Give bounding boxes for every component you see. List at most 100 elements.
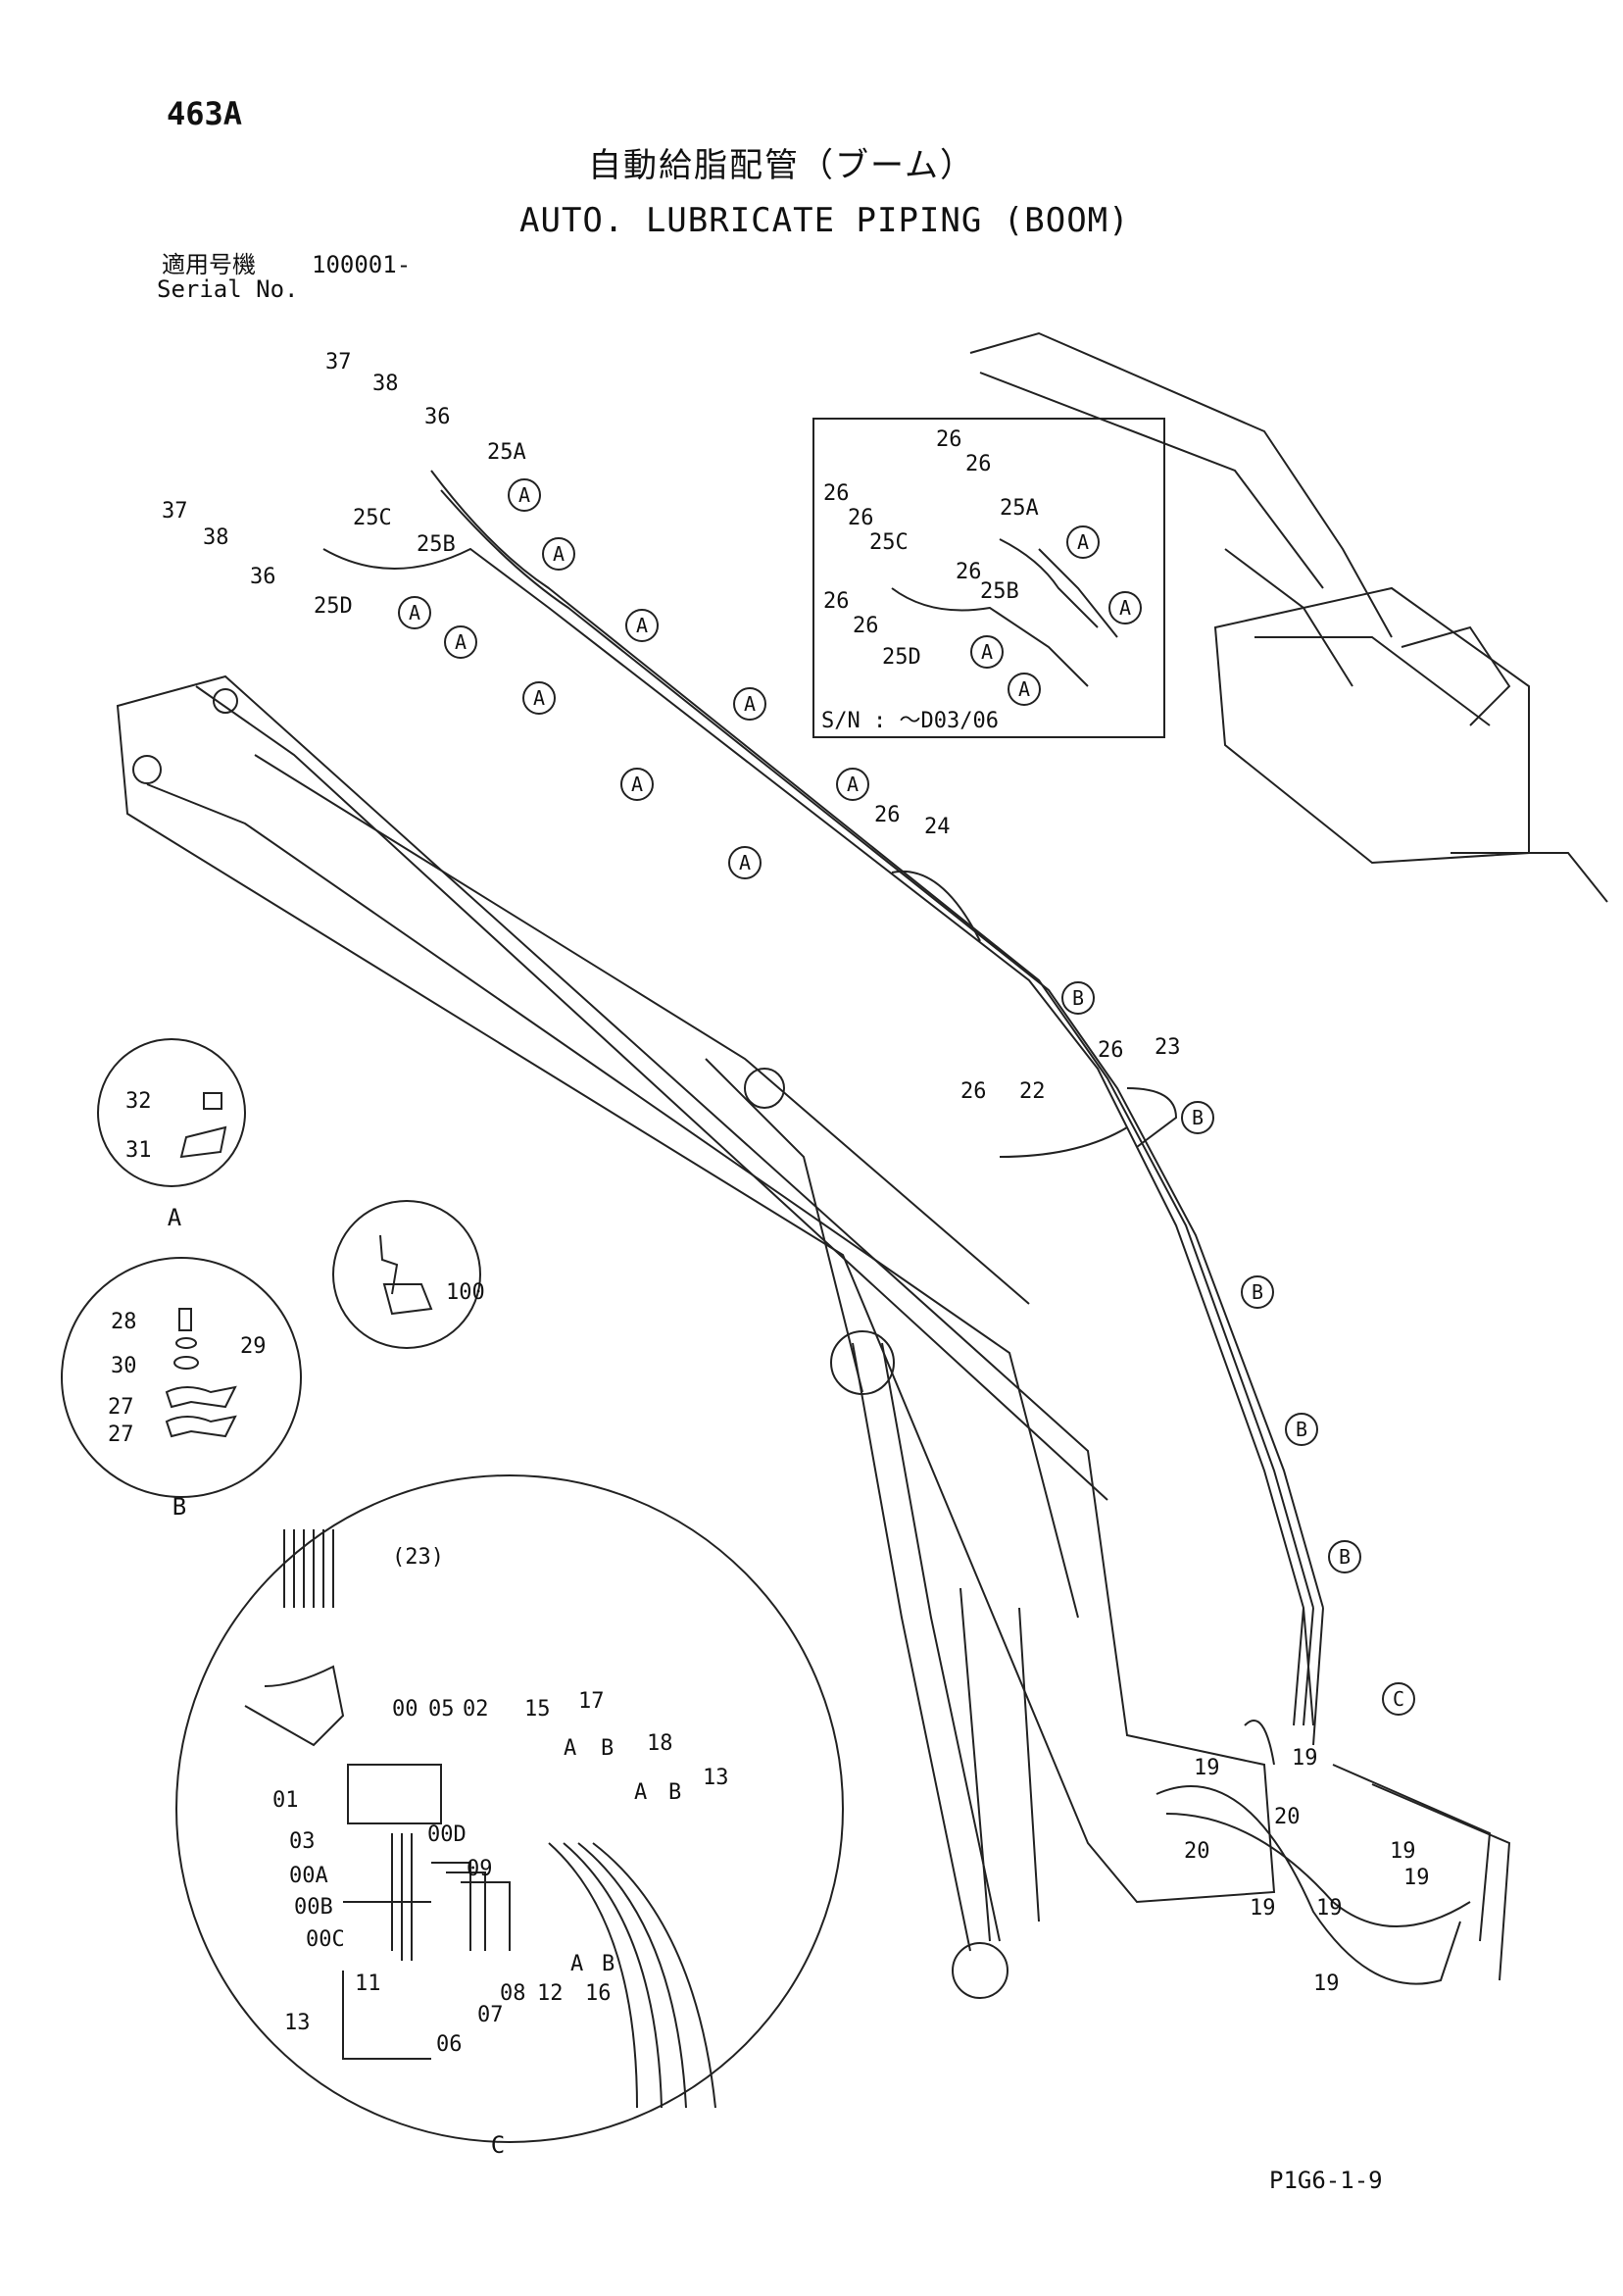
part-label: (23) — [392, 1545, 444, 1570]
part-label: 26 — [848, 506, 874, 530]
part-label: 26 — [965, 452, 992, 476]
part-label: 15 — [524, 1697, 551, 1722]
part-label: 00C — [306, 1927, 345, 1952]
part-label: 20 — [1274, 1805, 1301, 1829]
part-label: 01 — [272, 1788, 299, 1813]
callout-b: B — [1252, 1280, 1263, 1304]
part-label: 19 — [1313, 1972, 1340, 1996]
part-label: 26 — [823, 481, 850, 506]
callout-a: A — [1119, 596, 1131, 620]
part-label: 19 — [1390, 1839, 1416, 1864]
callout-a: A — [518, 483, 530, 507]
part-label: 25B — [980, 579, 1019, 604]
part-label: B — [668, 1780, 681, 1805]
detail-circle-c — [175, 1474, 844, 2143]
part-label: 00D — [427, 1822, 467, 1847]
inset-pipes — [891, 538, 1118, 687]
part-label: 12 — [537, 1981, 564, 2006]
part-label: 25B — [417, 532, 456, 557]
callout-a: A — [533, 686, 545, 710]
part-label: 30 — [111, 1354, 137, 1378]
part-label: 26 — [936, 427, 962, 452]
detail-label-b: B — [172, 1493, 186, 1521]
inset-frame — [812, 418, 1165, 738]
part-label: 26 — [956, 560, 982, 584]
part-label: 32 — [125, 1089, 152, 1114]
part-label: 27 — [108, 1395, 134, 1420]
part-label: 18 — [647, 1731, 673, 1756]
part-label: 36 — [424, 405, 451, 429]
part-label: 19 — [1250, 1896, 1276, 1921]
part-label: 36 — [250, 565, 276, 589]
callout-a: A — [739, 851, 751, 874]
detail-circle-b — [61, 1257, 302, 1498]
detail-label-c: C — [491, 2131, 505, 2159]
callout-a: A — [847, 773, 859, 796]
title-english: AUTO. LUBRICATE PIPING (BOOM) — [519, 201, 1130, 240]
part-label: 38 — [203, 525, 229, 550]
part-label: A — [570, 1952, 583, 1976]
part-label: 26 — [823, 589, 850, 614]
part-label: B — [602, 1952, 615, 1976]
part-label: 22 — [1019, 1079, 1046, 1104]
part-label: 16 — [585, 1981, 612, 2006]
drawing-code: P1G6-1-9 — [1269, 2167, 1383, 2194]
part-label: 25A — [487, 440, 526, 465]
lubricate-pipes — [322, 470, 1511, 1985]
part-label: 31 — [125, 1138, 152, 1163]
callout-c: C — [1393, 1687, 1404, 1711]
part-label: 25C — [353, 506, 392, 530]
part-label: A — [634, 1780, 647, 1805]
part-labels: 37 38 36 25A 37 38 36 25C 25B 25D 26 24 … — [108, 350, 1430, 2057]
callout-b: B — [1296, 1418, 1307, 1441]
callout-b: B — [1072, 986, 1084, 1010]
part-label: 13 — [284, 2011, 311, 2035]
part-label: 00B — [294, 1895, 333, 1920]
part-label: 26 — [960, 1079, 987, 1104]
part-label: 28 — [111, 1310, 137, 1334]
part-label: 19 — [1403, 1866, 1430, 1890]
serial-label-japanese: 適用号機 — [162, 251, 256, 278]
inset-serial-note: S/N : ～D03/06 — [821, 709, 999, 733]
callout-b: B — [1192, 1106, 1204, 1129]
upper-structure — [969, 331, 1608, 903]
part-label: 38 — [372, 372, 399, 396]
part-label: 26 — [874, 803, 901, 827]
callout-b: B — [1339, 1545, 1351, 1569]
part-label: B — [601, 1736, 614, 1761]
callout-a: A — [636, 614, 648, 637]
callout-a: A — [553, 542, 565, 566]
part-label: 37 — [325, 350, 352, 374]
serial-label-english: Serial No. — [157, 275, 299, 303]
part-label: 07 — [477, 2003, 504, 2027]
part-label: 24 — [924, 815, 951, 839]
part-label: 26 — [853, 614, 879, 638]
part-label: 19 — [1194, 1756, 1220, 1780]
serial-value: 100001- — [312, 251, 412, 278]
callout-a: A — [981, 640, 993, 664]
part-label: 27 — [108, 1423, 134, 1447]
callout-a: A — [1077, 530, 1089, 554]
part-label: 25D — [314, 594, 353, 619]
callout-a: A — [744, 692, 756, 716]
boom-outline — [116, 674, 1276, 1999]
part-label: 25D — [882, 645, 921, 670]
part-label: 09 — [467, 1857, 493, 1881]
part-label: A — [564, 1736, 576, 1761]
part-label: 29 — [240, 1334, 267, 1359]
part-label: 25A — [1000, 496, 1039, 521]
part-label: 02 — [463, 1697, 489, 1722]
part-label: 03 — [289, 1829, 316, 1854]
part-label: 26 — [1098, 1038, 1124, 1063]
detail-ab-parts — [165, 1092, 433, 1438]
part-label: 19 — [1292, 1746, 1318, 1771]
callout-a: A — [409, 601, 420, 624]
callout-a: A — [455, 630, 467, 654]
part-label: 23 — [1155, 1035, 1181, 1060]
detail-circle-a — [97, 1038, 246, 1187]
part-label: 00A — [289, 1864, 328, 1888]
part-label: 25C — [869, 530, 909, 555]
part-label: 20 — [1184, 1839, 1210, 1864]
detail-circle-100 — [332, 1200, 481, 1349]
part-label: 08 — [500, 1981, 526, 2006]
